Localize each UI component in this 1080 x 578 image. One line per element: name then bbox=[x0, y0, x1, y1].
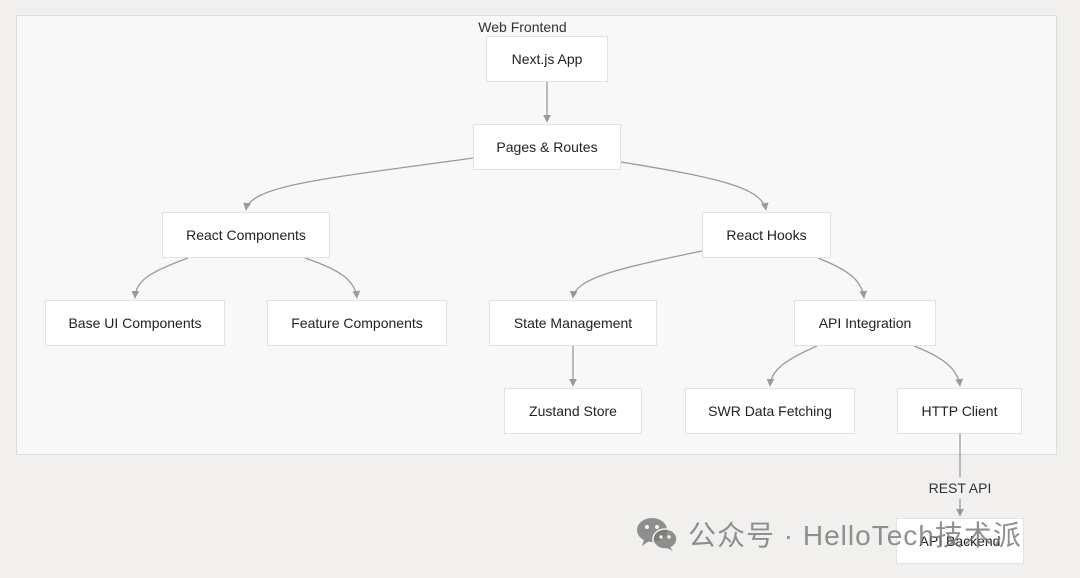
node-zustand-store: Zustand Store bbox=[504, 388, 642, 434]
node-feature-components: Feature Components bbox=[267, 300, 447, 346]
node-react-components: React Components bbox=[162, 212, 330, 258]
edge-react-hooks-to-state bbox=[569, 250, 703, 299]
edge-react-components-to-feature bbox=[304, 257, 361, 299]
node-http-client: HTTP Client bbox=[897, 388, 1022, 434]
edge-label-rest-api: REST API bbox=[923, 477, 997, 499]
edge-react-hooks-to-api bbox=[817, 257, 868, 299]
edge-api-to-swr bbox=[766, 345, 818, 387]
edge-react-components-to-base-ui bbox=[131, 257, 189, 299]
edge-api-to-http bbox=[913, 345, 963, 387]
node-state-management: State Management bbox=[489, 300, 657, 346]
node-pages-routes: Pages & Routes bbox=[473, 124, 621, 170]
node-api-backend: API Backend bbox=[896, 518, 1024, 564]
node-base-ui-components: Base UI Components bbox=[45, 300, 225, 346]
node-next-app: Next.js App bbox=[486, 36, 608, 82]
node-react-hooks: React Hooks bbox=[702, 212, 831, 258]
watermark-text: 公众号 · HelloTech技术派 bbox=[688, 520, 1022, 551]
watermark: 公众号 · HelloTech技术派 bbox=[636, 512, 1022, 556]
wechat-logo-icon bbox=[637, 518, 678, 551]
node-swr-data-fetching: SWR Data Fetching bbox=[685, 388, 855, 434]
cluster-title: Web Frontend bbox=[478, 19, 567, 35]
edge-pages-to-react-hooks bbox=[620, 161, 769, 211]
edge-pages-to-react-components bbox=[243, 157, 474, 211]
node-api-integration: API Integration bbox=[794, 300, 936, 346]
